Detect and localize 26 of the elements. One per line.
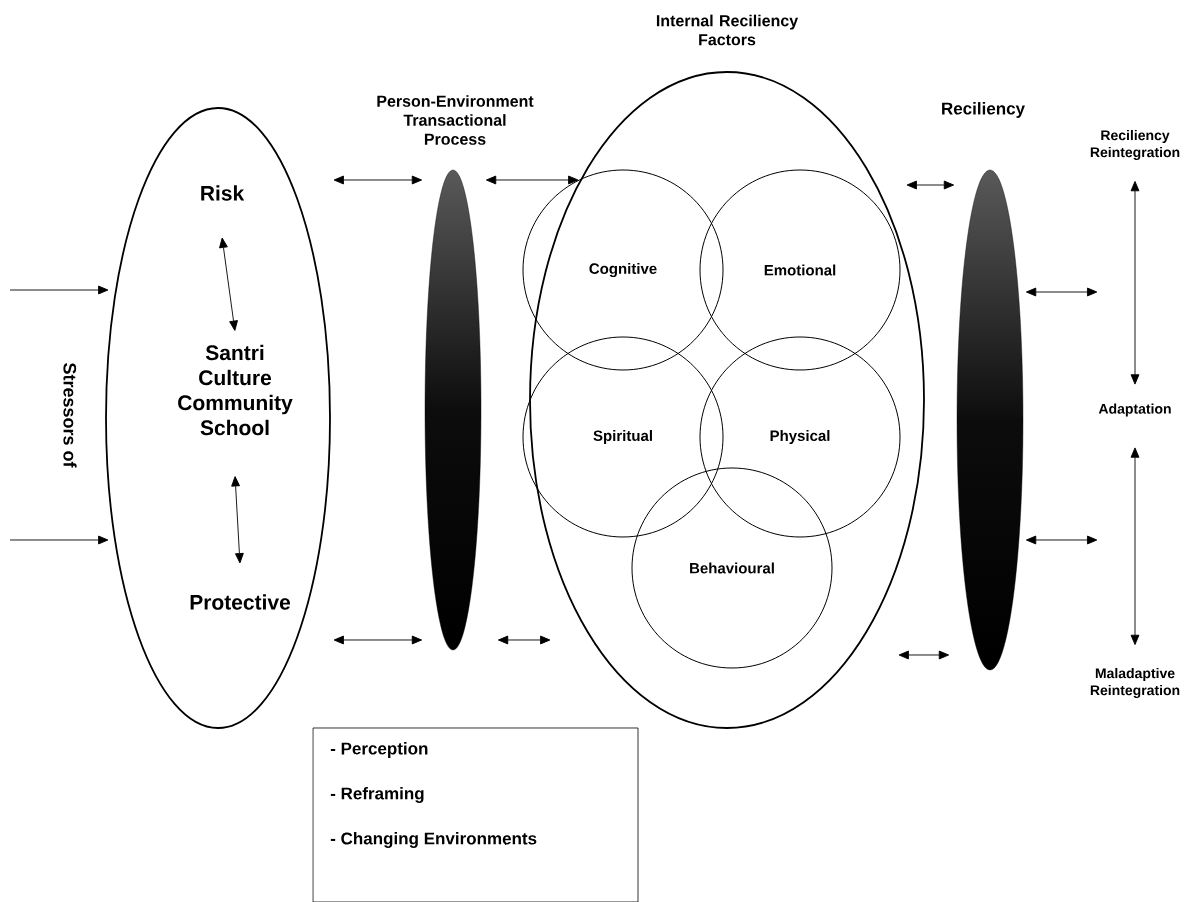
arrow [1025,535,1098,545]
label-text: Adaptation [1098,403,1171,417]
label-text: Reciliency Reintegration [1090,129,1180,161]
arrow [485,175,579,185]
label-text: Risk [201,185,245,201]
arrow [333,635,423,645]
label-text: Protective [190,594,291,610]
arrow [898,650,950,660]
arrow [1130,181,1140,385]
heading: Person-Environment Transactional Process [377,95,534,145]
heading: Reciliency [942,102,1025,118]
arrow [1025,287,1098,297]
arrow [219,237,238,331]
label-text: Santri Culture Community School [178,344,293,436]
arrow [333,175,423,185]
label-text: Stressors of [63,363,77,468]
arrow [497,635,551,645]
arrow [231,476,244,564]
label-text: Maladaptive Reintegration [1090,667,1180,699]
arrow [9,535,109,545]
ellipse [105,107,331,729]
list-box: - Perception - Reframing - Changing Environments [312,727,639,902]
arrow [906,180,955,190]
heading: Internal Reciliency Factors [656,14,799,46]
arrow [9,285,109,295]
arrow [1130,447,1140,645]
